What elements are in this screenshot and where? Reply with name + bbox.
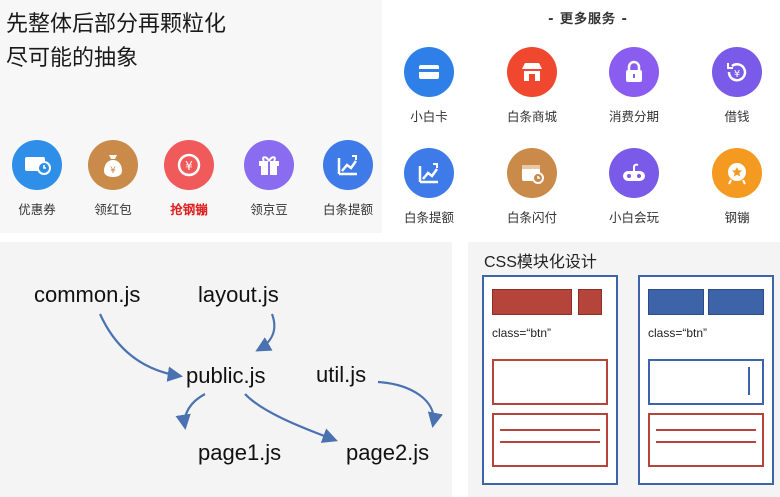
shortcut-label: 领红包 — [94, 202, 132, 217]
red-list-block — [648, 413, 764, 467]
service-label: 白条提额 — [403, 210, 454, 225]
feature-panel: 先整体后部分再颗粒化 尽可能的抽象 优惠券 ¥ 领红包 ¥ 抢钢镚 领京豆 白条… — [0, 0, 382, 233]
chart-up-icon — [404, 148, 454, 198]
service-xiaobai-card[interactable]: 小白卡 — [392, 47, 466, 125]
service-label: 小白会玩 — [608, 210, 659, 225]
red-list-block — [492, 413, 608, 467]
service-flash-pay[interactable]: 白条闪付 — [495, 148, 569, 226]
shortcut-coupon[interactable]: 优惠券 — [0, 140, 74, 218]
shortcut-label: 抢钢镚 — [170, 202, 208, 217]
page-box-left: class=“btn” — [482, 275, 618, 485]
shortcut-red-packet[interactable]: ¥ 领红包 — [76, 140, 150, 218]
shortcut-credit-raise[interactable]: 白条提额 — [311, 140, 385, 218]
gamepad-icon — [609, 148, 659, 198]
class-label: class=“btn” — [648, 326, 708, 340]
svg-text:¥: ¥ — [734, 69, 740, 80]
service-label: 消费分期 — [608, 109, 659, 124]
svg-text:¥: ¥ — [110, 166, 116, 176]
more-services-panel: - 更多服务 - 小白卡 白条商城 消费分期 ¥ 借钱 白条提额 白条闪付 — [396, 0, 780, 233]
service-label: 白条商城 — [506, 109, 557, 124]
calendar-clock-icon — [507, 148, 557, 198]
blue-button-1 — [648, 289, 704, 315]
heading-line-2: 尽可能的抽象 — [6, 46, 139, 71]
shortcut-grab-coins[interactable]: ¥ 抢钢镚 — [152, 140, 226, 218]
node-page2-js: page2.js — [346, 440, 430, 465]
blue-module-block — [648, 359, 764, 405]
node-layout-js: layout.js — [198, 282, 279, 307]
node-page1-js: page1.js — [198, 440, 282, 465]
class-label: class=“btn” — [492, 326, 552, 340]
arrow-common-to-public — [98, 313, 184, 382]
service-label: 小白卡 — [410, 109, 448, 124]
shortcut-jingdou[interactable]: 领京豆 — [232, 140, 306, 218]
dependency-arrows — [98, 313, 443, 443]
heading-line-1: 先整体后部分再颗粒化 — [6, 12, 227, 37]
service-borrow[interactable]: ¥ 借钱 — [700, 47, 774, 125]
yen-icon: ¥ — [712, 47, 762, 97]
shop-icon — [507, 47, 557, 97]
shortcut-label: 白条提额 — [322, 202, 373, 217]
node-public-js: public.js — [186, 363, 266, 388]
node-common-js: common.js — [34, 282, 141, 307]
js-dependency-diagram: common.js layout.js public.js util.js pa… — [0, 242, 452, 497]
shortcut-label: 领京豆 — [250, 202, 288, 217]
service-mall[interactable]: 白条商城 — [495, 47, 569, 125]
arrow-public-to-page2 — [244, 393, 338, 443]
coin-icon: ¥ — [164, 140, 214, 190]
svg-text:¥: ¥ — [185, 159, 193, 173]
arrow-layout-to-public — [255, 313, 276, 352]
service-play[interactable]: 小白会玩 — [597, 148, 671, 226]
service-label: 白条闪付 — [506, 210, 557, 225]
css-module-title: CSS模块化设计 — [484, 254, 597, 271]
gift-icon — [244, 140, 294, 190]
chart-up-icon — [323, 140, 373, 190]
card-icon — [404, 47, 454, 97]
red-module-block — [492, 359, 608, 405]
money-bag-icon: ¥ — [88, 140, 138, 190]
shortcut-label: 优惠券 — [18, 202, 56, 217]
service-label: 钢镚 — [724, 210, 750, 225]
blue-button-2 — [708, 289, 764, 315]
more-services-title: - 更多服务 - — [548, 12, 628, 27]
node-util-js: util.js — [316, 362, 367, 387]
coin-star-icon — [712, 148, 762, 198]
lock-icon — [609, 47, 659, 97]
arrow-public-to-page1 — [175, 393, 206, 431]
red-button-large — [492, 289, 572, 315]
service-coins[interactable]: 钢镚 — [700, 148, 774, 226]
service-credit-raise[interactable]: 白条提额 — [392, 148, 466, 226]
service-installment[interactable]: 消费分期 — [597, 47, 671, 125]
coupon-icon — [12, 140, 62, 190]
red-button-small — [578, 289, 602, 315]
page-box-right: class=“btn” — [638, 275, 774, 485]
service-label: 借钱 — [724, 109, 750, 124]
css-module-diagram: CSS模块化设计 class=“btn” class=“btn” — [468, 242, 780, 497]
arrow-util-to-page2 — [377, 380, 443, 429]
